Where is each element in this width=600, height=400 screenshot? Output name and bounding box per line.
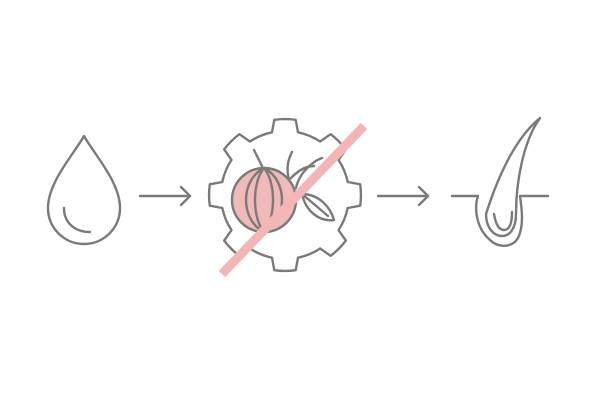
arrow-right-icon [138,185,192,207]
cross-out-line [218,122,368,278]
arrow-right-icon [376,185,430,207]
seed-fruit-icon [230,148,336,234]
hair-follicle-icon [450,116,550,247]
oil-drop-icon [46,134,122,246]
